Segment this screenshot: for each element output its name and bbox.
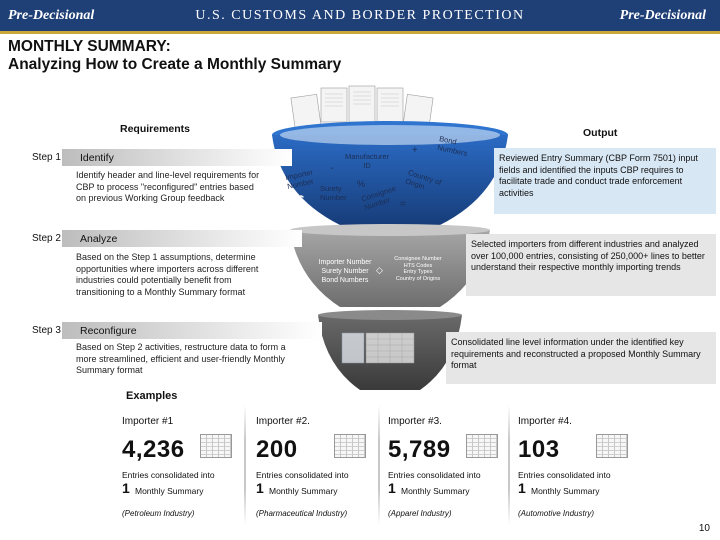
spreadsheet-icon (200, 434, 232, 458)
entry-count: 103 (518, 436, 560, 463)
step-3-output-text: Consolidated line level information unde… (451, 337, 701, 370)
requirements-header: Requirements (120, 123, 191, 135)
funnel-mid-right-line: Country of Origins (395, 275, 441, 282)
entry-count: 5,789 (388, 436, 451, 463)
step-2-label: Step 2 (32, 233, 61, 244)
agency-title: U.S. CUSTOMS AND BORDER PROTECTION (195, 8, 525, 23)
importer-name: Importer #4. (518, 416, 572, 427)
summary-label: Monthly Summary (531, 486, 600, 496)
step-3-description: Based on Step 2 activities, restructure … (76, 342, 286, 375)
step-1-output: Reviewed Entry Summary (CBP Form 7501) i… (494, 148, 716, 214)
page-title-line2: Analyzing How to Create a Monthly Summar… (8, 56, 342, 73)
step-3-name: Reconfigure (80, 325, 137, 337)
importer-name: Importer #1 (122, 416, 174, 427)
divider (378, 405, 380, 525)
consolidated-label: Entries consolidated into (122, 470, 215, 480)
summary-count: 1 (122, 480, 130, 496)
step-1-name: Identify (80, 152, 114, 164)
step-3-label: Step 3 (32, 325, 61, 336)
importer-name: Importer #2. (256, 416, 310, 427)
spreadsheet-icon (596, 434, 628, 458)
importer-card-2: Importer #2. 200 Entries consolidated in… (256, 412, 381, 524)
importer-card-3: Importer #3. 5,789 Entries consolidated … (388, 412, 513, 524)
summary-label: Monthly Summary (135, 486, 204, 496)
funnel-mid-left-line: Bond Numbers (321, 277, 369, 284)
consolidated-label: Entries consolidated into (388, 470, 481, 480)
funnel-graphic (272, 121, 508, 390)
importer-name: Importer #3. (388, 416, 442, 427)
industry-label: (Petroleum Industry) (122, 509, 195, 518)
funnel-mid-right-list: Consignee Number HTS Codes Entry Types C… (392, 256, 444, 282)
percent-sign-icon: % (357, 179, 366, 189)
funnel-term-surety-number: Surety Number (320, 184, 347, 202)
page-title-line1: MONTHLY SUMMARY: (8, 38, 171, 55)
funnel-mid-left-list: Importer Number Surety Number Bond Numbe… (316, 258, 374, 285)
divider (508, 405, 510, 525)
minus-sign-icon: - (330, 163, 334, 174)
step-2-output: Selected importers from different indust… (466, 234, 716, 296)
funnel-term-manufacturer-id: Manufacturer ID (345, 152, 390, 170)
divider (244, 405, 246, 525)
examples-header: Examples (126, 390, 178, 402)
step-3-output: Consolidated line level information unde… (446, 332, 716, 384)
funnel-mid-right-line: Entry Types (403, 269, 433, 275)
industry-label: (Pharmaceutical Industry) (256, 509, 348, 518)
step-1-description: Identify header and line-level requireme… (76, 170, 260, 203)
funnel-mid-right-line: HTS Codes (403, 262, 433, 269)
importer-card-1: Importer #1 4,236 Entries consolidated i… (122, 412, 247, 524)
importer-card-4: Importer #4. 103 Entries consolidated in… (518, 412, 643, 524)
step-2-bar (62, 230, 302, 247)
plus-sign-icon: + (412, 145, 418, 156)
summary-label: Monthly Summary (269, 486, 338, 496)
output-header: Output (583, 127, 618, 139)
step-2-description: Based on the Step 1 assumptions, determi… (76, 252, 259, 297)
summary-count: 1 (256, 480, 264, 496)
summary-label: Monthly Summary (401, 486, 470, 496)
dollar-sign-icon: $ (298, 194, 305, 206)
step-2-output-text: Selected importers from different indust… (471, 239, 705, 272)
consolidated-label: Entries consolidated into (518, 470, 611, 480)
spreadsheet-icon (334, 434, 366, 458)
step-2-name: Analyze (80, 233, 118, 245)
step-1-bar (62, 149, 292, 166)
classification-right: Pre-Decisional (619, 8, 706, 23)
classification-left: Pre-Decisional (8, 8, 95, 23)
step-1-label: Step 1 (32, 152, 61, 163)
funnel-mid-right-line: Consignee Number (394, 256, 442, 262)
step-3-bar (62, 322, 322, 339)
entry-count: 200 (256, 436, 298, 463)
industry-label: (Apparel Industry) (388, 509, 452, 518)
entry-count: 4,236 (122, 436, 185, 463)
summary-count: 1 (518, 480, 526, 496)
top-banner: Pre-Decisional U.S. CUSTOMS AND BORDER P… (0, 0, 720, 34)
equals-sign-icon: = (400, 199, 406, 210)
page-title: MONTHLY SUMMARY: Analyzing How to Create… (8, 38, 341, 74)
summary-count: 1 (388, 480, 396, 496)
spreadsheet-icon (466, 434, 498, 458)
funnel-mid-left-line: Surety Number (321, 268, 369, 275)
arrow-icon: ◇ (376, 265, 383, 275)
industry-label: (Automotive Industry) (518, 509, 595, 518)
step-1-output-text: Reviewed Entry Summary (CBP Form 7501) i… (499, 153, 698, 198)
page-number: 10 (698, 523, 710, 534)
document-stack-icon (290, 85, 434, 130)
funnel-mid-left-line: Importer Number (318, 259, 372, 266)
consolidated-label: Entries consolidated into (256, 470, 349, 480)
